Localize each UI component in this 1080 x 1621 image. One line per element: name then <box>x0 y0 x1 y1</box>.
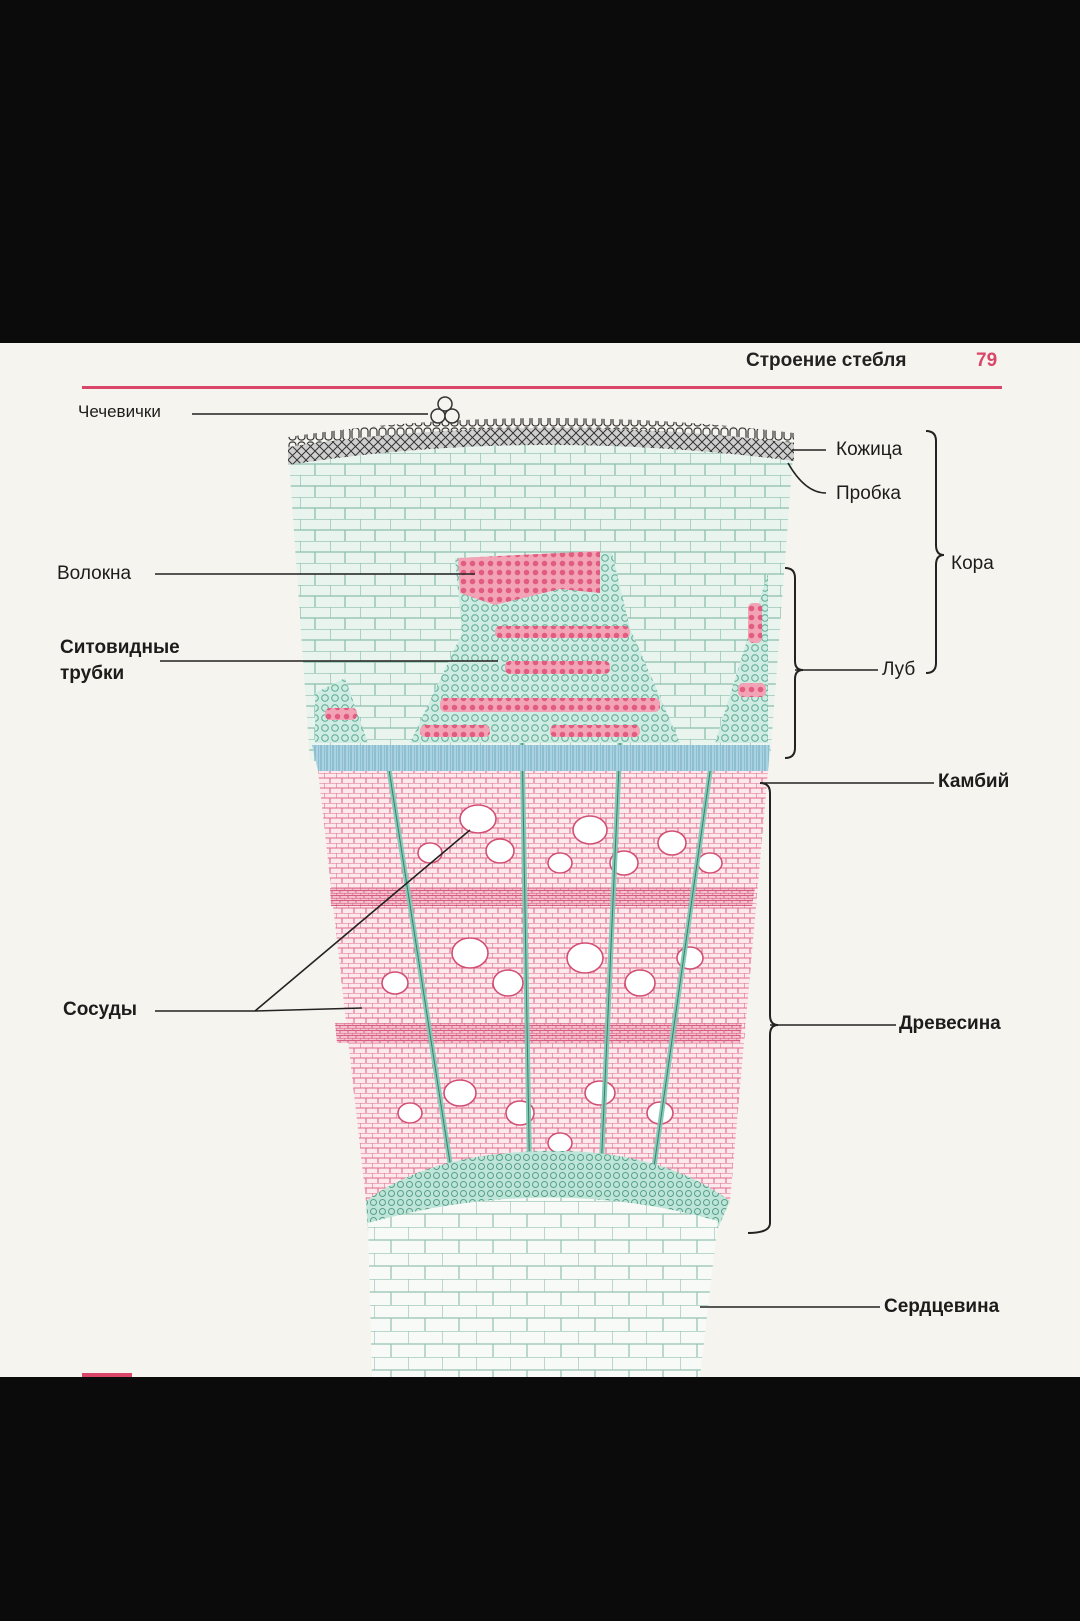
label-fibers: Волокна <box>57 563 132 584</box>
bast-brace <box>784 567 804 759</box>
label-pith: Сердцевина <box>884 1296 1000 1317</box>
label-epidermis: Кожица <box>836 439 903 460</box>
stem-cross-section-diagram <box>155 396 945 1377</box>
label-sieve-tubes-line2: трубки <box>60 663 125 684</box>
wood-brace <box>747 782 779 1234</box>
bark-brace <box>925 430 945 674</box>
page-number: 79 <box>976 350 998 371</box>
lenticel <box>430 396 460 424</box>
bast-fibers <box>325 551 766 737</box>
leader-lines <box>155 413 934 1308</box>
latewood-ring <box>330 888 755 906</box>
label-cork: Пробка <box>836 483 901 504</box>
corner-mark <box>82 1373 132 1377</box>
phloem-wedge <box>715 573 768 743</box>
pith-tissue <box>368 1197 718 1377</box>
label-lenticels: Чечевички <box>78 402 161 421</box>
textbook-page: Строение стебля 79 <box>0 343 1080 1377</box>
wood-xylem <box>318 771 768 1201</box>
label-vessels: Сосуды <box>63 999 138 1020</box>
phloem-wedge <box>410 553 680 743</box>
latewood-ring <box>335 1023 742 1043</box>
brackets <box>747 430 945 1234</box>
cambium-layer <box>312 745 770 771</box>
label-bark: Кора <box>951 553 994 574</box>
epidermis-layer <box>288 417 794 447</box>
cork-layer <box>288 427 794 465</box>
page-title: Строение стебля <box>746 350 907 371</box>
header-rule <box>82 386 1002 389</box>
label-wood: Древесина <box>899 1013 1001 1034</box>
label-bast: Луб <box>882 659 916 680</box>
wood-vessels <box>381 804 723 1154</box>
label-sieve-tubes-line1: Ситовидные <box>60 637 180 658</box>
label-cambium: Камбий <box>938 771 1010 792</box>
